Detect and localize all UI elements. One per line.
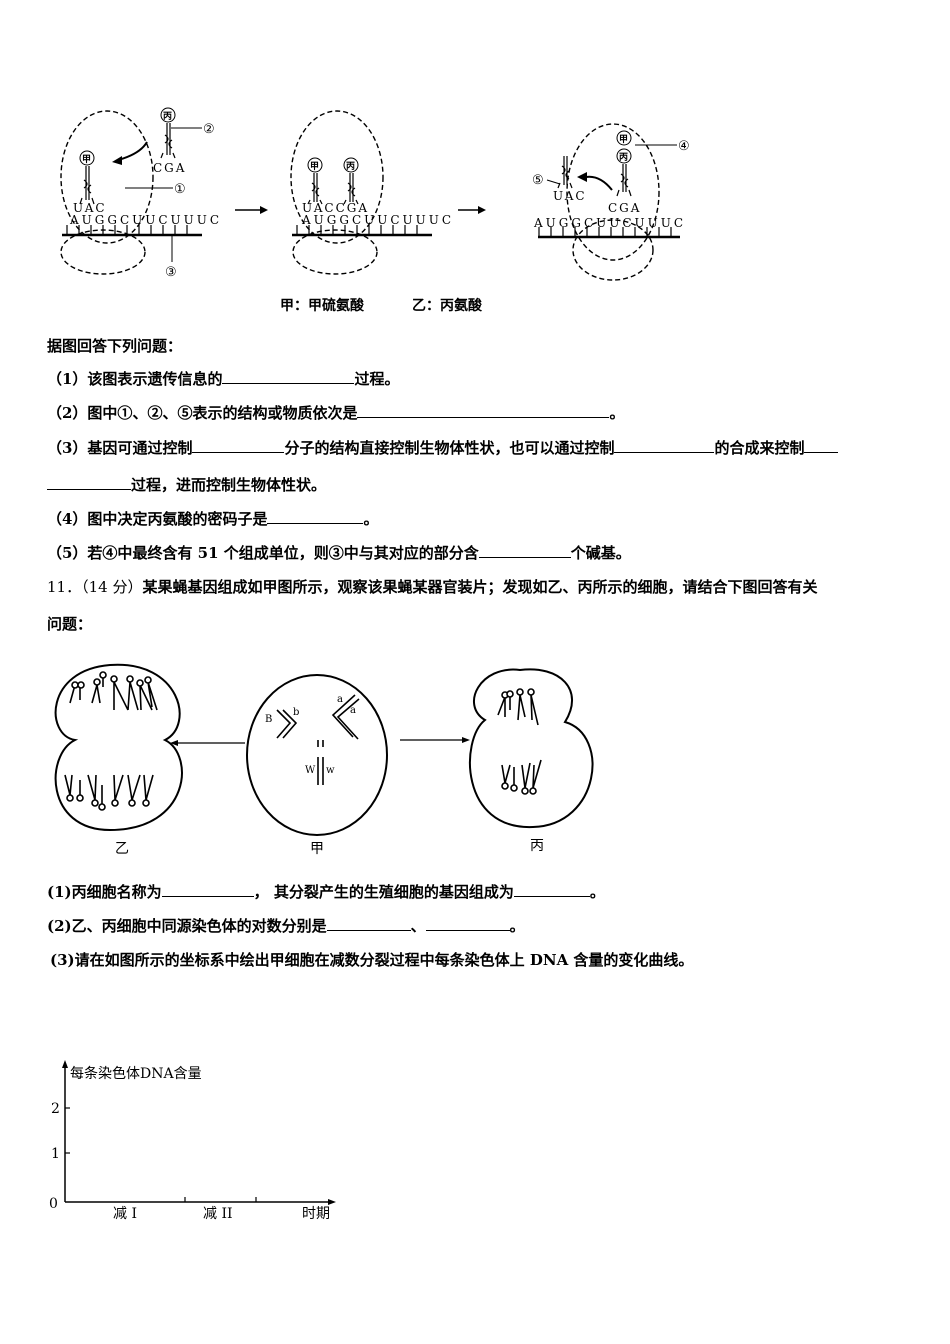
svg-text:③: ③	[165, 265, 177, 280]
ribosome-panel-2: AUGGCUUCUUUC UACCGA 甲 丙	[290, 110, 454, 275]
cell-division-diagram: B b a a W w 乙 甲 丙	[54, 663, 594, 857]
label-jia: 甲	[310, 841, 324, 857]
y-tick-1: 1	[51, 1146, 60, 1162]
y-axis-label: 每条染色体DNA含量	[70, 1065, 202, 1082]
answer-blank[interactable]	[222, 369, 355, 384]
ribosome-panel-3: AUGGCUUCUUUC CGA UAC 甲 丙 ④ ⑤	[532, 123, 690, 281]
q10-item-2: （2）图中①、②、⑤表示的结构或物质依次是。	[47, 403, 625, 422]
svg-text:a: a	[337, 694, 343, 705]
y-tick-0: 0	[49, 1196, 58, 1212]
answer-blank[interactable]	[326, 916, 411, 931]
svg-text:甲: 甲	[310, 161, 319, 172]
cell-yi	[54, 663, 183, 832]
mrna-sequence: AUGGCUUCUUUC	[69, 213, 222, 227]
q10-item-3-cont: 过程，进而控制生物体性状。	[47, 475, 326, 495]
q10-intro: 据图回答下列问题：	[47, 337, 183, 355]
svg-text:甲: 甲	[619, 134, 628, 145]
svg-text:①: ①	[174, 182, 186, 197]
svg-text:W: W	[305, 765, 316, 776]
y-tick-2: 2	[51, 1101, 60, 1117]
answer-blank[interactable]	[425, 916, 510, 931]
svg-text:丙: 丙	[346, 161, 355, 172]
x-axis-label: 时期	[302, 1206, 330, 1222]
ribosome-panel-1: AUGGCUUCUUUC UAC 甲 丙 CGA ② ① ③	[60, 107, 222, 280]
answer-blank[interactable]	[47, 475, 131, 490]
q11-stem-line1: 11．（14 分）某果蝇基因组成如甲图所示，观察该果蝇某器官装片；发现如乙、丙所…	[47, 578, 818, 596]
svg-text:B: B	[265, 714, 272, 725]
q10-item-1: （1）该图表示遗传信息的过程。	[47, 369, 400, 388]
answer-blank[interactable]	[192, 438, 285, 453]
svg-text:AUGGCUUCUUUC: AUGGCUUCUUUC	[301, 213, 454, 227]
answer-blank[interactable]	[804, 438, 839, 453]
label-yi: 乙	[115, 841, 129, 857]
svg-text:丙: 丙	[163, 111, 172, 122]
q10-item-5: （5）若④中最终含有 51 个组成单位，则③中与其对应的部分含个碱基。	[47, 543, 631, 562]
q11-item-2: (2)乙、丙细胞中同源染色体的对数分别是、。	[47, 916, 525, 935]
question-number: 11．（14 分）	[47, 578, 143, 596]
svg-text:丙: 丙	[619, 152, 628, 163]
x-tick-meiosis-1: 减 I	[113, 1206, 137, 1222]
q10-item-3: （3）基因可通过控制分子的结构直接控制生物体性状，也可以通过控制的合成来控制	[47, 438, 839, 458]
x-tick-meiosis-2: 减 II	[203, 1206, 233, 1222]
dna-content-chart[interactable]: 每条染色体DNA含量 2 1 0 减 I 减 II 时期	[40, 1058, 360, 1228]
label-bing: 丙	[530, 838, 544, 854]
q11-item-1: (1)丙细胞名称为， 其分裂产生的生殖细胞的基因组成为。	[47, 882, 605, 901]
q10-item-4: （4）图中决定丙氨酸的密码子是。	[47, 509, 379, 528]
q11-stem-line2: 问题：	[47, 615, 93, 633]
svg-text:⑤: ⑤	[532, 173, 544, 188]
svg-text:CGA: CGA	[153, 161, 186, 175]
answer-blank[interactable]	[614, 438, 715, 453]
q11-item-3: (3)请在如图所示的坐标系中绘出甲细胞在减数分裂过程中每条染色体上 DNA 含量…	[50, 951, 694, 969]
svg-text:④: ④	[678, 139, 690, 154]
svg-text:w: w	[326, 765, 335, 776]
svg-text:②: ②	[203, 122, 215, 137]
svg-text:甲: 甲	[82, 154, 91, 165]
svg-text:AUGGCUUCUUUC: AUGGCUUCUUUC	[533, 216, 686, 230]
svg-text:UAC: UAC	[553, 189, 587, 203]
answer-blank[interactable]	[267, 509, 364, 524]
svg-text:UAC: UAC	[73, 201, 107, 215]
answer-blank[interactable]	[478, 543, 571, 558]
svg-text:CGA: CGA	[608, 201, 641, 215]
answer-blank[interactable]	[513, 882, 590, 897]
answer-blank[interactable]	[357, 403, 610, 418]
translation-diagram: AUGGCUUCUUUC UAC 甲 丙 CGA ② ① ③	[60, 107, 690, 314]
answer-blank[interactable]	[161, 882, 254, 897]
svg-text:UACCGA: UACCGA	[302, 201, 369, 215]
caption-jia: 甲：甲硫氨酸	[280, 297, 365, 314]
svg-text:a: a	[350, 705, 356, 716]
svg-text:b: b	[293, 707, 299, 718]
caption-yi: 乙：丙氨酸	[412, 297, 483, 314]
